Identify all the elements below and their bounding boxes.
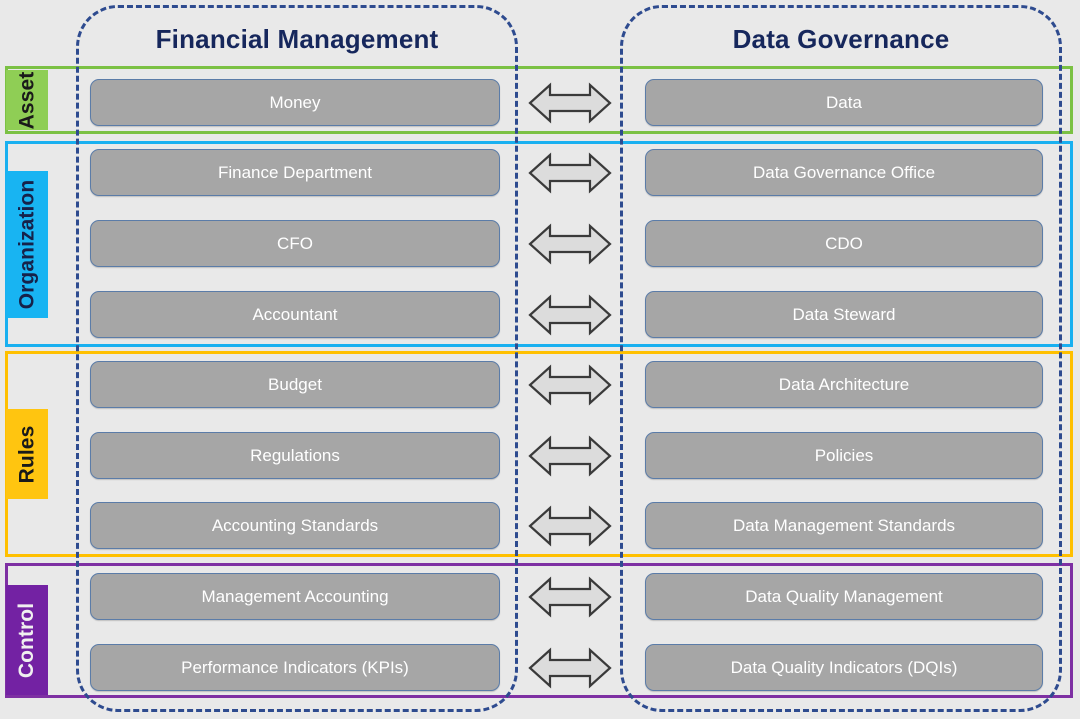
category-label-asset: Asset [6, 70, 48, 130]
double-headed-arrow-icon [528, 363, 612, 407]
double-headed-arrow-icon [528, 575, 612, 619]
concept-box-right[interactable]: Data Architecture [645, 361, 1043, 408]
concept-box-right[interactable]: Data [645, 79, 1043, 126]
concept-box-left[interactable]: Money [90, 79, 500, 126]
double-headed-arrow-icon [528, 151, 612, 195]
concept-box-left[interactable]: Accounting Standards [90, 502, 500, 549]
category-label-rules: Rules [6, 409, 48, 499]
title-data-governance: Data Governance [732, 24, 950, 54]
category-label-organization-text: Organization [15, 179, 39, 310]
category-label-asset-text: Asset [15, 71, 39, 129]
category-label-organization: Organization [6, 171, 48, 318]
concept-box-left[interactable]: Accountant [90, 291, 500, 338]
category-label-control: Control [6, 585, 48, 695]
double-headed-arrow-icon [528, 222, 612, 266]
double-headed-arrow-icon [528, 81, 612, 125]
concept-box-right[interactable]: Data Steward [645, 291, 1043, 338]
concept-box-right[interactable]: Data Governance Office [645, 149, 1043, 196]
concept-box-left[interactable]: Management Accounting [90, 573, 500, 620]
concept-box-right[interactable]: Data Quality Indicators (DQIs) [645, 644, 1043, 691]
category-label-control-text: Control [15, 602, 39, 678]
double-headed-arrow-icon [528, 504, 612, 548]
category-label-rules-text: Rules [15, 425, 39, 483]
double-headed-arrow-icon [528, 646, 612, 690]
concept-box-right[interactable]: Policies [645, 432, 1043, 479]
concept-box-left[interactable]: CFO [90, 220, 500, 267]
concept-box-left[interactable]: Finance Department [90, 149, 500, 196]
concept-box-right[interactable]: CDO [645, 220, 1043, 267]
double-headed-arrow-icon [528, 293, 612, 337]
concept-box-right[interactable]: Data Quality Management [645, 573, 1043, 620]
title-financial-management: Financial Management [155, 24, 439, 54]
concept-box-left[interactable]: Budget [90, 361, 500, 408]
concept-box-left[interactable]: Performance Indicators (KPIs) [90, 644, 500, 691]
concept-box-left[interactable]: Regulations [90, 432, 500, 479]
concept-box-right[interactable]: Data Management Standards [645, 502, 1043, 549]
double-headed-arrow-icon [528, 434, 612, 478]
